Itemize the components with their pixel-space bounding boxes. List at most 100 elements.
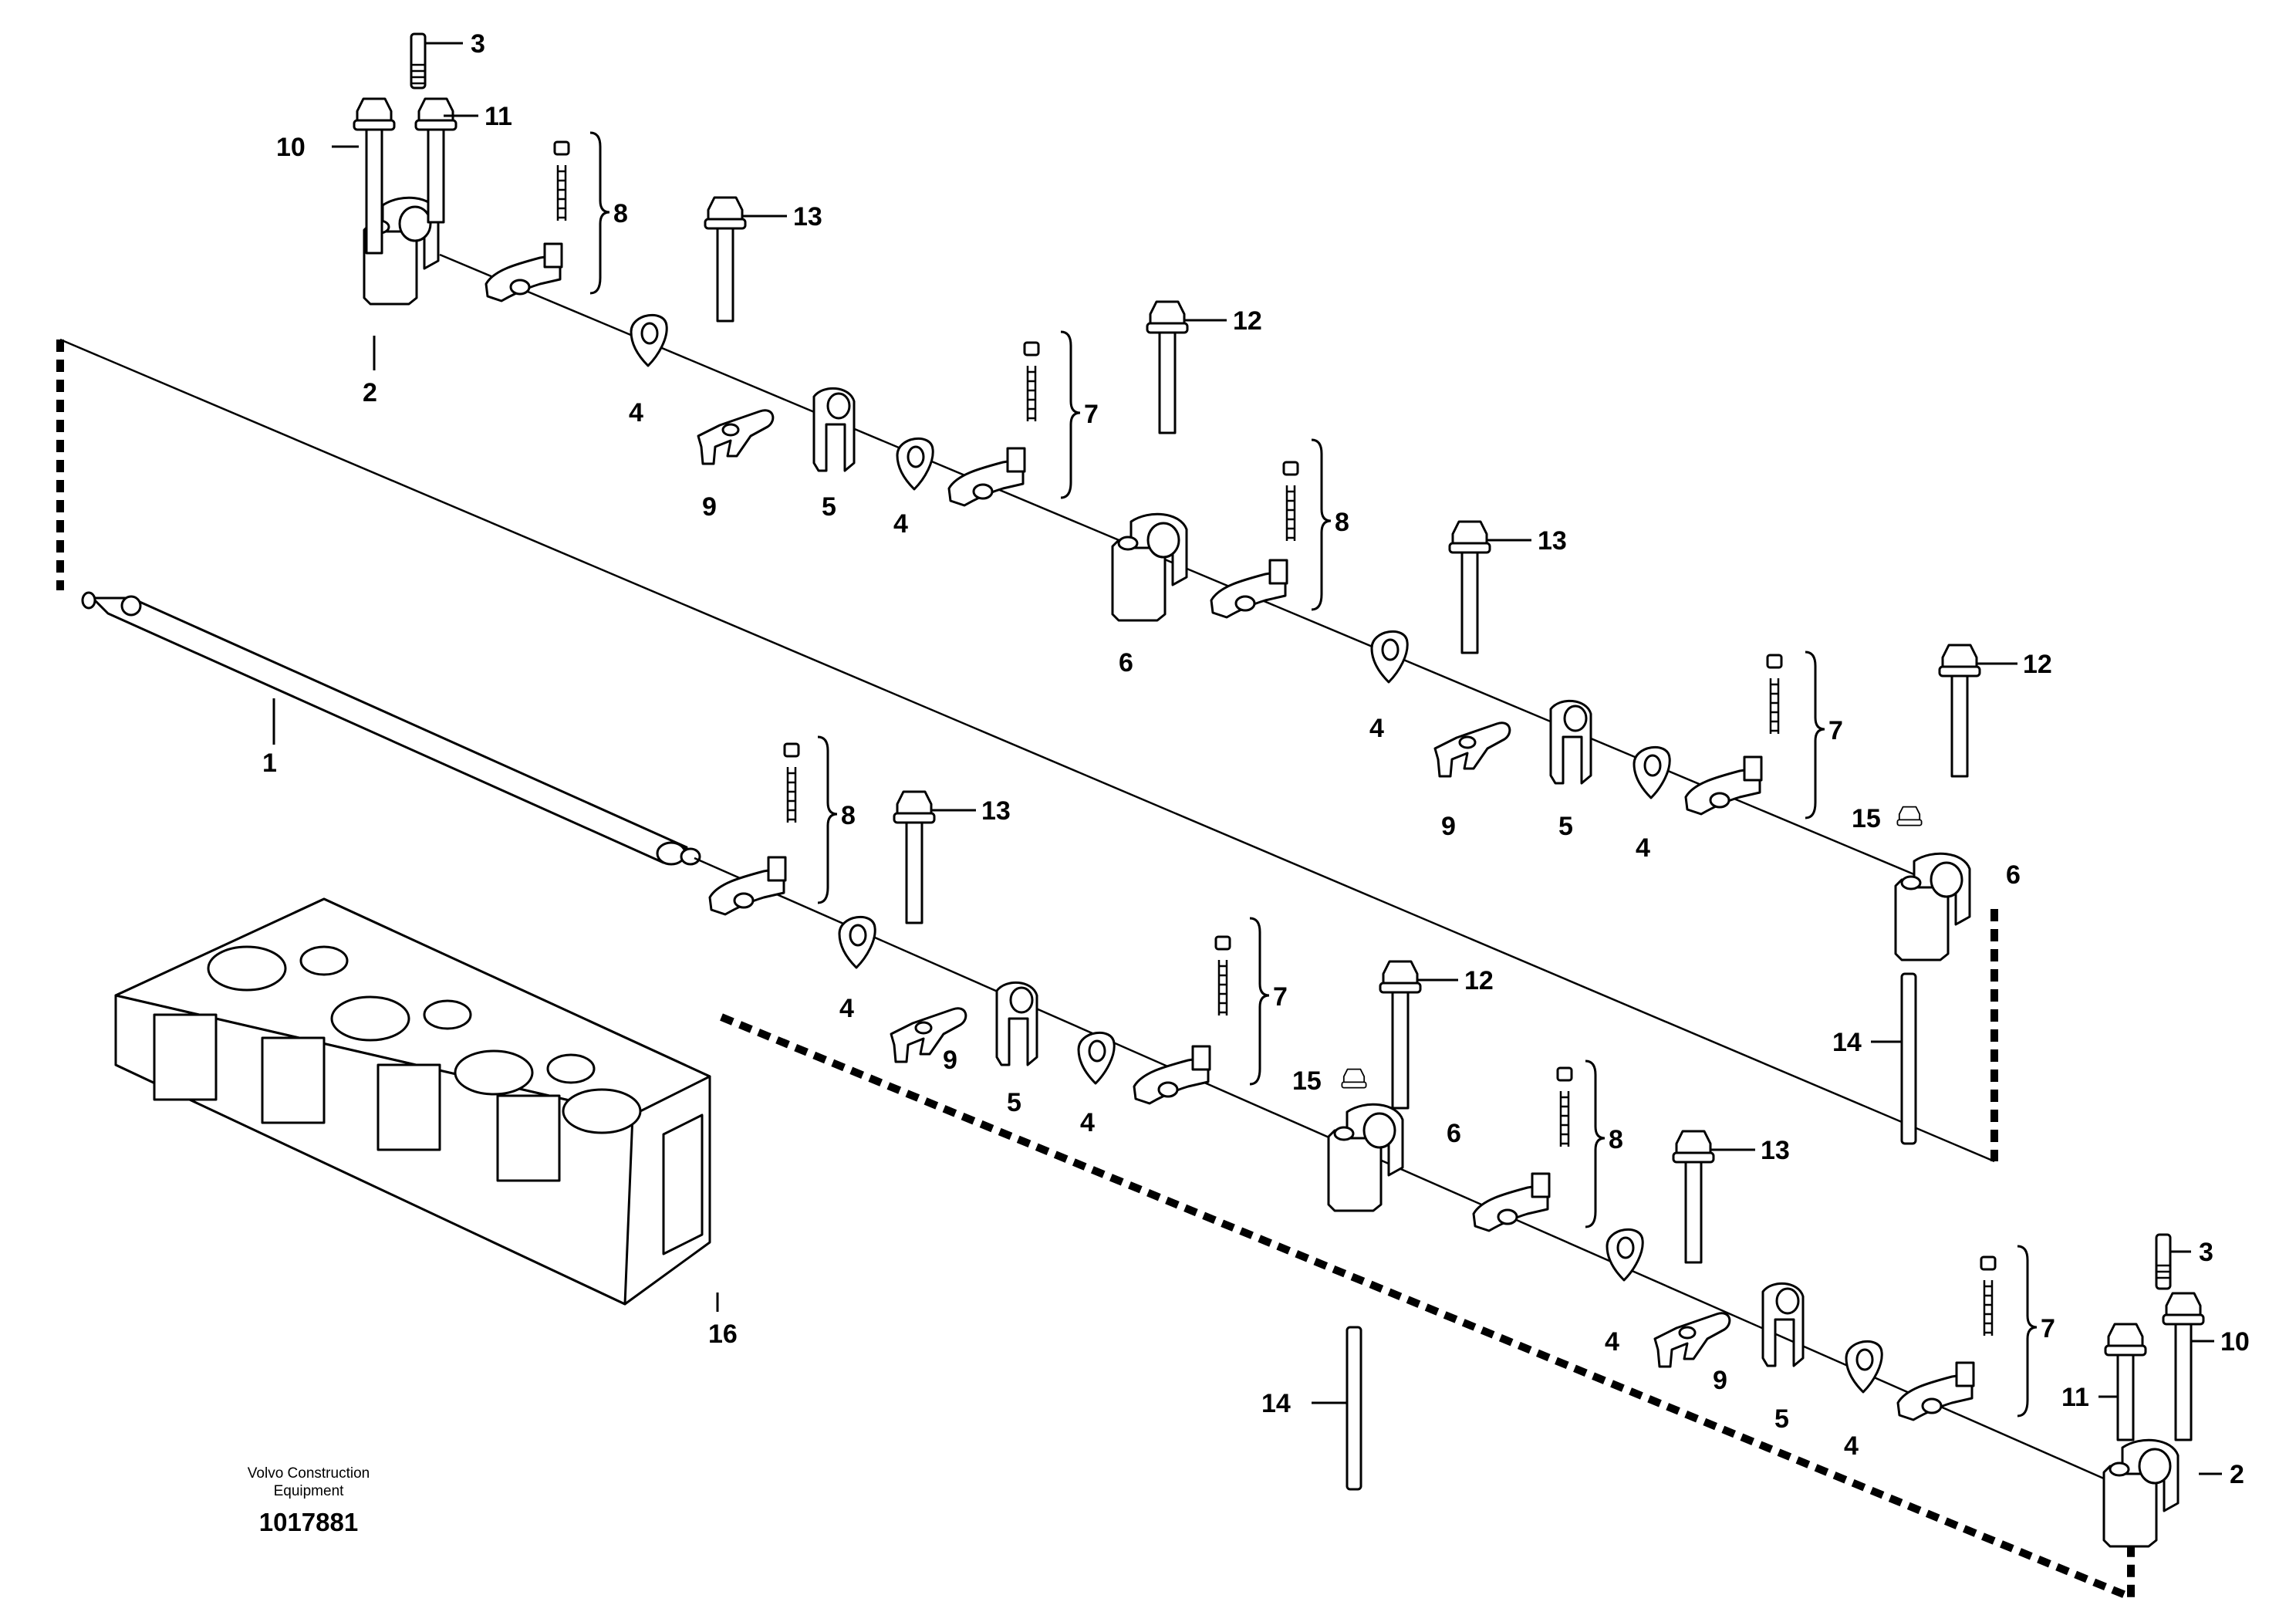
callout-4: 4 [629, 398, 643, 427]
maker-name: Volvo Construction Equipment [247, 1465, 370, 1499]
callout-4: 4 [839, 994, 854, 1023]
callout-16: 16 [708, 1320, 738, 1349]
adjusting-screw [783, 742, 800, 824]
nut-15 [1896, 806, 1923, 826]
callout-12: 12 [1233, 306, 1262, 336]
bolt-12 [1938, 644, 1981, 778]
callout-9: 9 [702, 492, 717, 522]
stud-14 [1346, 1326, 1362, 1491]
rocker-arm [1896, 1361, 1975, 1421]
shaft-axis-line [694, 857, 2138, 1495]
bracket-center [1761, 1282, 1805, 1367]
callout-15: 15 [1292, 1066, 1322, 1096]
spring [1077, 1031, 1116, 1085]
callout-6: 6 [1119, 648, 1133, 678]
rocker-arm [947, 447, 1026, 507]
callout-8: 8 [613, 199, 628, 228]
callout-3: 3 [2199, 1238, 2213, 1267]
rocker-arm [485, 242, 563, 302]
spring [1370, 630, 1409, 684]
callout-10: 10 [2220, 1327, 2250, 1357]
rocker-shaft [81, 591, 701, 866]
leader-lines [272, 42, 2222, 1475]
callout-15: 15 [1852, 804, 1881, 833]
callout-10: 10 [276, 133, 306, 162]
adjusting-screw [1214, 935, 1231, 1017]
bracket-middle [1327, 1103, 1404, 1212]
spring [896, 437, 934, 491]
adjusting-screw [1980, 1255, 1997, 1337]
adjusting-screw [1023, 341, 1040, 423]
callout-9: 9 [1713, 1366, 1727, 1395]
nut-15 [1341, 1068, 1367, 1089]
callout-12: 12 [2023, 650, 2052, 679]
callout-5: 5 [1774, 1404, 1789, 1434]
rocker-arm [1210, 559, 1288, 619]
callout-9: 9 [943, 1046, 957, 1075]
diagram-caption: Volvo Construction Equipment 1017881 [224, 1465, 393, 1537]
callout-13: 13 [793, 202, 822, 231]
brace-group-7 [1060, 330, 2038, 1418]
callout-7: 7 [1273, 982, 1288, 1012]
callout-8: 8 [1335, 508, 1349, 537]
callout-labels: 1 2 2 3 3 4 4 4 4 4 4 4 4 5 5 5 5 6 6 6 … [262, 29, 2250, 1489]
stud-14 [1900, 972, 1917, 1145]
bolt-12 [1146, 300, 1189, 434]
callout-13: 13 [1538, 526, 1567, 556]
callout-4: 4 [1369, 714, 1384, 743]
stud-3-lower [2155, 1233, 2172, 1290]
bolt-11-lower [2104, 1323, 2147, 1441]
callout-7: 7 [1828, 716, 1843, 745]
callout-7: 7 [1084, 400, 1099, 429]
callout-4: 4 [893, 509, 908, 539]
assembly-outline-diagonal [59, 338, 1995, 1163]
callout-12: 12 [1464, 966, 1494, 995]
brace-group-8 [589, 131, 1606, 1228]
callout-11: 11 [2061, 1383, 2089, 1412]
bracket-middle [1894, 852, 1971, 961]
bolt-13 [1448, 520, 1491, 654]
adjusting-screw [553, 140, 570, 222]
reference-number: 1017881 [258, 1508, 359, 1536]
stud-3-upper [410, 32, 427, 90]
callout-5: 5 [1007, 1088, 1021, 1117]
callout-4-lower: 4 [1605, 1327, 1619, 1357]
callout-5: 5 [822, 492, 836, 522]
clamp [1653, 1312, 1731, 1368]
callout-5: 5 [1558, 812, 1573, 841]
rocker-arm [1133, 1045, 1211, 1105]
callout-13: 13 [1761, 1136, 1790, 1165]
bracket-center [995, 981, 1038, 1066]
rocker-arm [708, 856, 787, 916]
callout-8: 8 [841, 801, 856, 830]
callout-7: 7 [2041, 1314, 2055, 1343]
cylinder-head [114, 897, 711, 1306]
callout-9: 9 [1441, 812, 1456, 841]
clamp [697, 409, 775, 465]
spring [630, 313, 668, 367]
bolt-10-upper [353, 97, 396, 255]
spring [1845, 1340, 1883, 1394]
callout-2: 2 [363, 378, 377, 407]
bracket-middle [1111, 512, 1188, 622]
bolt-13 [893, 790, 936, 924]
clamp [1433, 721, 1511, 778]
callout-6: 6 [1447, 1119, 1461, 1148]
bolt-13 [1672, 1130, 1715, 1264]
callout-11: 11 [485, 102, 512, 131]
callout-14: 14 [1261, 1389, 1291, 1418]
rocker-arm [1472, 1172, 1551, 1232]
callout-4-lower: 4 [1844, 1431, 1859, 1461]
callout-4: 4 [1080, 1108, 1095, 1137]
assembly-outline-lower [720, 1013, 2135, 1603]
bolt-10-lower [2162, 1292, 2205, 1441]
spring [838, 915, 876, 969]
adjusting-screw [1282, 461, 1299, 542]
adjusting-screw [1556, 1066, 1573, 1148]
adjusting-screw [1766, 654, 1783, 735]
bolt-12 [1379, 960, 1422, 1110]
callout-3: 3 [471, 29, 485, 59]
bracket-end-lower [2102, 1438, 2180, 1548]
bolt-11-upper [414, 97, 458, 224]
